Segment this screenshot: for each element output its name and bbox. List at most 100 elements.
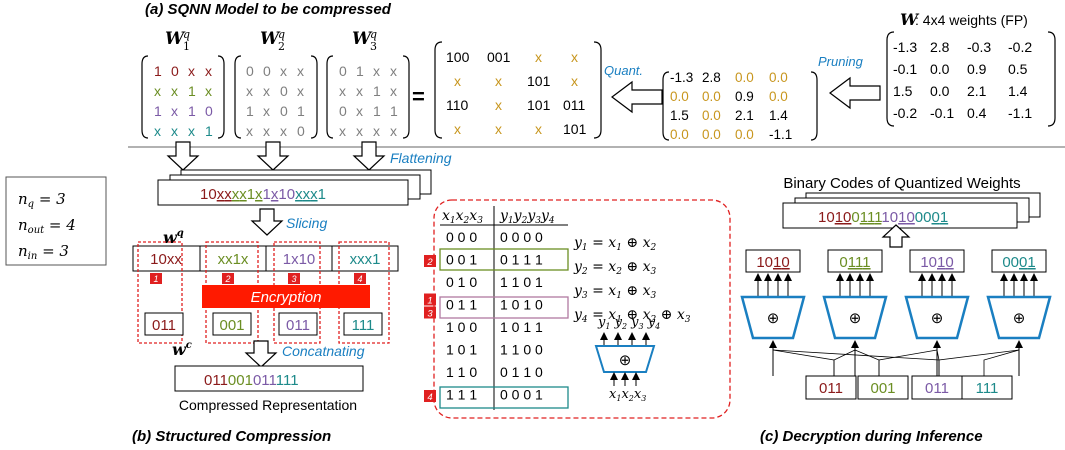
- tt-out-cell: 0 1 1 1: [500, 252, 543, 268]
- decrypt-input-value: 111: [976, 380, 999, 397]
- wq-cell: 0: [339, 63, 347, 79]
- binary-code-bit: 0: [923, 209, 931, 226]
- title-a: (a) SQNN Model to be compressed: [145, 1, 392, 18]
- flattened-bit: x: [224, 186, 232, 203]
- fp-cell: -1.3: [893, 39, 917, 55]
- binary-code-bit: 1: [835, 209, 843, 226]
- wq-label-2-main: W: [260, 29, 281, 49]
- decoded-box: [991, 249, 1047, 273]
- xor-gate-symbol: ⊕: [849, 310, 862, 327]
- tt-highlight-row8: [439, 386, 569, 409]
- xor-gate: [740, 295, 806, 340]
- equation-2: y2 = x2 ⊕ x3: [573, 259, 656, 277]
- encrypted-value: 001: [219, 317, 244, 334]
- fp-cell: 2.1: [967, 83, 987, 99]
- fp-cell: -0.3: [967, 39, 991, 55]
- wq-cell: x: [297, 63, 304, 79]
- tt-header-out: y1y2y3y4: [499, 208, 555, 226]
- compressed-bit: 1: [269, 372, 277, 389]
- merged-cell: 101: [527, 97, 551, 113]
- flattened-bit: x: [303, 186, 311, 203]
- encryption-bar: [202, 285, 370, 308]
- fp-cell: 0.0: [930, 83, 950, 99]
- wq-cell: x: [263, 103, 270, 119]
- compressed-bit: 1: [276, 372, 284, 389]
- wq-cell: 1: [373, 103, 381, 119]
- tt-highlight-row2: [439, 248, 569, 271]
- merged-cell: x: [535, 49, 542, 65]
- binary-code-bit: 1: [898, 209, 906, 226]
- flattened-bit: x: [232, 186, 240, 203]
- merged-cell: 110: [446, 97, 469, 113]
- wq-label-2: W 2 q: [260, 28, 285, 53]
- wq-cell: x: [390, 83, 397, 99]
- decoded-value: 0111: [839, 254, 870, 271]
- flattened-bit: x: [217, 186, 225, 203]
- xor-gate: [986, 295, 1052, 340]
- decrypt-input-value: 011: [819, 380, 843, 397]
- wq-cell: 1: [188, 83, 196, 99]
- wq-cell: x: [390, 63, 397, 79]
- slice-tag-number: 3: [291, 274, 296, 284]
- wq-cell: 0: [280, 103, 288, 119]
- compressed-bit: 1: [290, 372, 298, 389]
- tt-in-cell: 0 0 1: [446, 252, 477, 268]
- compressed-bar: [174, 365, 364, 392]
- pruned-cell: 2.1: [735, 108, 754, 123]
- xor-gate-symbol: ⊕: [931, 310, 944, 327]
- wq-label-1: W 1 q: [165, 28, 190, 53]
- decrypt-input-value: 011: [925, 380, 949, 397]
- binary-codes-bar: [782, 202, 1018, 229]
- decoded-bit: 0: [1011, 254, 1019, 271]
- up-hollow-arrow: [881, 224, 911, 248]
- tt-highlight-row4: [439, 296, 569, 319]
- encrypted-value: 111: [352, 317, 375, 334]
- compressed-bit: 0: [204, 372, 212, 389]
- fan-line: [854, 349, 880, 376]
- decoded-bit: 1: [855, 254, 863, 271]
- pruned-cell: 0.0: [702, 127, 721, 142]
- compressed-bit: 1: [220, 372, 228, 389]
- binary-codes-label: Binary Codes of Quantized Weights: [783, 175, 1020, 192]
- decoded-value: 1010: [920, 254, 953, 271]
- encrypted-box: [278, 312, 318, 336]
- binary-code-bit: 1: [940, 209, 948, 226]
- decoded-bit: 1: [756, 254, 764, 271]
- tt-out-cell: 0 1 1 0: [500, 364, 543, 380]
- fan-line: [833, 349, 856, 376]
- tt-tag-number: 1: [427, 296, 432, 307]
- binary-code-bit: 1: [867, 209, 875, 226]
- wq-cell: x: [263, 123, 270, 139]
- flattened-bit: 0: [208, 186, 216, 203]
- flattened-bit: 0: [287, 186, 295, 203]
- wq-label-2-sup: q: [278, 28, 285, 41]
- wq-cell: x: [297, 83, 304, 99]
- wq-label-1-main: W: [165, 29, 186, 49]
- decoded-value: 1010: [756, 254, 789, 271]
- tt-out-cell: 0 0 0 0: [500, 229, 543, 245]
- wq-label-3: W 3 q: [352, 28, 377, 53]
- tt-out-cell: 1 1 0 1: [500, 274, 543, 290]
- pruned-cell: -1.1: [769, 127, 792, 142]
- tt-tag-box: [424, 390, 436, 402]
- slice-tag-box: [354, 273, 366, 284]
- equation-3: y3 = x1 ⊕ x3: [573, 283, 656, 301]
- flattening-label: Flattening: [390, 150, 452, 166]
- compressed-bit: 0: [253, 372, 261, 389]
- binary-codes-stack: [782, 192, 1041, 229]
- wq-label-1-sup: q: [183, 28, 190, 41]
- wq-cell: x: [171, 103, 178, 119]
- binary-code-bit: 1: [860, 209, 868, 226]
- fan-line: [983, 349, 1020, 376]
- fp-cell: 0.9: [967, 61, 987, 77]
- binary-code-bit: 0: [906, 209, 914, 226]
- wq-cell: x: [188, 63, 195, 79]
- fp-weights-symbol: W: [900, 10, 920, 29]
- tt-in-cell: 1 0 1: [446, 342, 477, 358]
- tt-tag-box: [424, 306, 436, 319]
- xor-gate-symbol: ⊕: [1013, 310, 1026, 327]
- wq-cell: 1: [246, 103, 254, 119]
